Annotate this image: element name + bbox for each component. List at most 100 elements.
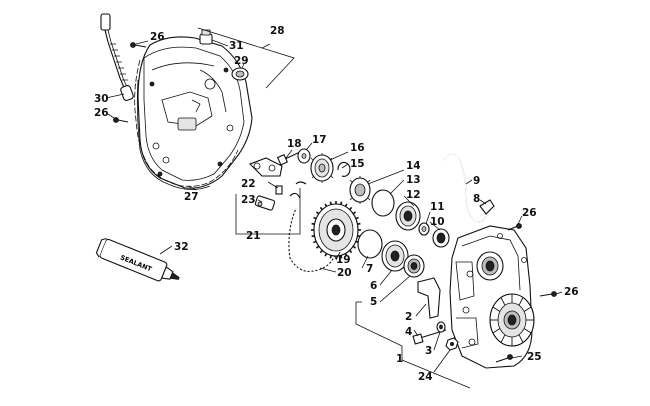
gear-tooth bbox=[329, 201, 332, 205]
top-gear-assembly bbox=[276, 148, 351, 183]
upper-bearing bbox=[395, 201, 421, 231]
gear-tooth bbox=[315, 245, 320, 249]
callout-18: 18 bbox=[287, 138, 302, 150]
callout-22: 22 bbox=[241, 178, 256, 190]
upper-spacer bbox=[418, 222, 430, 236]
housing-washer bbox=[436, 321, 446, 333]
housing-bracket bbox=[417, 277, 441, 319]
callout-28: 28 bbox=[270, 25, 285, 37]
fill-plug bbox=[199, 29, 213, 45]
callout-8: 8 bbox=[473, 193, 480, 205]
callout-30: 30 bbox=[94, 93, 109, 105]
housing-fin bbox=[523, 306, 532, 312]
callout-9: 9 bbox=[473, 175, 480, 187]
retaining-clip bbox=[289, 192, 301, 199]
housing-screw bbox=[507, 223, 522, 231]
callout-32: 32 bbox=[174, 241, 189, 253]
gear-tooth bbox=[313, 240, 317, 244]
housing-fin bbox=[518, 334, 524, 343]
gear-tooth bbox=[355, 216, 359, 220]
chaincase-cover bbox=[136, 36, 253, 190]
gear-tooth bbox=[352, 211, 357, 215]
housing-fin bbox=[500, 297, 506, 306]
callout-4: 4 bbox=[405, 326, 412, 338]
housing-fin bbox=[500, 334, 506, 343]
housing-screw bbox=[495, 354, 513, 363]
callout-31: 31 bbox=[229, 40, 244, 52]
gear-tooth bbox=[311, 235, 315, 238]
vent-hose bbox=[443, 153, 487, 223]
callout-1: 1 bbox=[396, 353, 403, 365]
gear-tooth bbox=[319, 206, 323, 211]
callout-labels: 28 26 31 29 30 26 27 18 17 16 15 14 13 1… bbox=[94, 25, 579, 383]
callout-16: 16 bbox=[350, 142, 365, 154]
callout-6: 6 bbox=[370, 280, 377, 292]
callout-21: 21 bbox=[246, 230, 261, 242]
upper-seal bbox=[432, 228, 450, 248]
housing-fin bbox=[518, 297, 524, 306]
callout-24: 24 bbox=[418, 371, 433, 383]
chain-tensioner bbox=[249, 157, 307, 211]
callout-17: 17 bbox=[312, 134, 327, 146]
lower-sprocket bbox=[311, 201, 361, 259]
callout-7: 7 bbox=[366, 263, 373, 275]
chaincase-housing bbox=[449, 225, 535, 369]
callout-5: 5 bbox=[370, 296, 377, 308]
gear-tooth bbox=[319, 249, 323, 254]
callout-2: 2 bbox=[405, 311, 412, 323]
gear-tooth bbox=[315, 211, 320, 215]
callout-26: 26 bbox=[564, 286, 579, 298]
gear-tooth bbox=[349, 206, 353, 211]
gear-tooth bbox=[324, 203, 328, 207]
gear-tooth bbox=[344, 253, 348, 257]
callout-12: 12 bbox=[406, 189, 421, 201]
housing-fin bbox=[523, 328, 532, 334]
gear-tooth bbox=[357, 222, 361, 225]
gear-tooth bbox=[313, 216, 317, 220]
gear-tooth bbox=[340, 201, 343, 205]
callout-26: 26 bbox=[522, 207, 537, 219]
callout-14: 14 bbox=[406, 160, 421, 172]
callout-29: 29 bbox=[234, 55, 249, 67]
callout-25: 25 bbox=[527, 351, 542, 363]
housing-fin bbox=[492, 328, 501, 334]
callout-26: 26 bbox=[94, 107, 109, 119]
gear-tooth bbox=[349, 249, 353, 254]
drive-chain bbox=[288, 207, 337, 273]
callout-23: 23 bbox=[241, 194, 256, 206]
callout-26: 26 bbox=[150, 31, 165, 43]
leader-lines bbox=[105, 27, 563, 389]
gear-tooth bbox=[344, 203, 348, 207]
callout-3: 3 bbox=[425, 345, 432, 357]
cover-screw bbox=[130, 42, 147, 48]
upper-sprocket bbox=[349, 176, 371, 204]
housing-nut bbox=[445, 337, 459, 351]
dipstick bbox=[100, 13, 134, 101]
sealant-tube bbox=[95, 237, 180, 282]
lower-bearing bbox=[381, 240, 409, 272]
cover-seal bbox=[231, 67, 249, 81]
housing-fin bbox=[492, 306, 501, 312]
gear-tooth bbox=[340, 255, 343, 259]
callout-13: 13 bbox=[406, 174, 421, 186]
gear-tooth bbox=[324, 253, 328, 257]
housing-bolt bbox=[412, 329, 447, 345]
vent-fitting bbox=[479, 199, 495, 215]
callout-10: 10 bbox=[430, 216, 445, 228]
callout-11: 11 bbox=[430, 201, 445, 213]
callout-15: 15 bbox=[350, 158, 365, 170]
upper-oring bbox=[371, 189, 395, 217]
lower-seal bbox=[403, 254, 425, 278]
gear-tooth bbox=[352, 245, 357, 249]
cover-gasket bbox=[134, 59, 239, 187]
lower-oring bbox=[357, 229, 383, 259]
gear-tooth bbox=[311, 222, 315, 225]
callout-27: 27 bbox=[184, 191, 199, 203]
gear-tooth bbox=[329, 255, 332, 259]
callout-20: 20 bbox=[337, 267, 352, 279]
callout-19: 19 bbox=[336, 254, 351, 266]
cover-screw bbox=[113, 117, 129, 123]
housing-screw bbox=[539, 291, 557, 297]
